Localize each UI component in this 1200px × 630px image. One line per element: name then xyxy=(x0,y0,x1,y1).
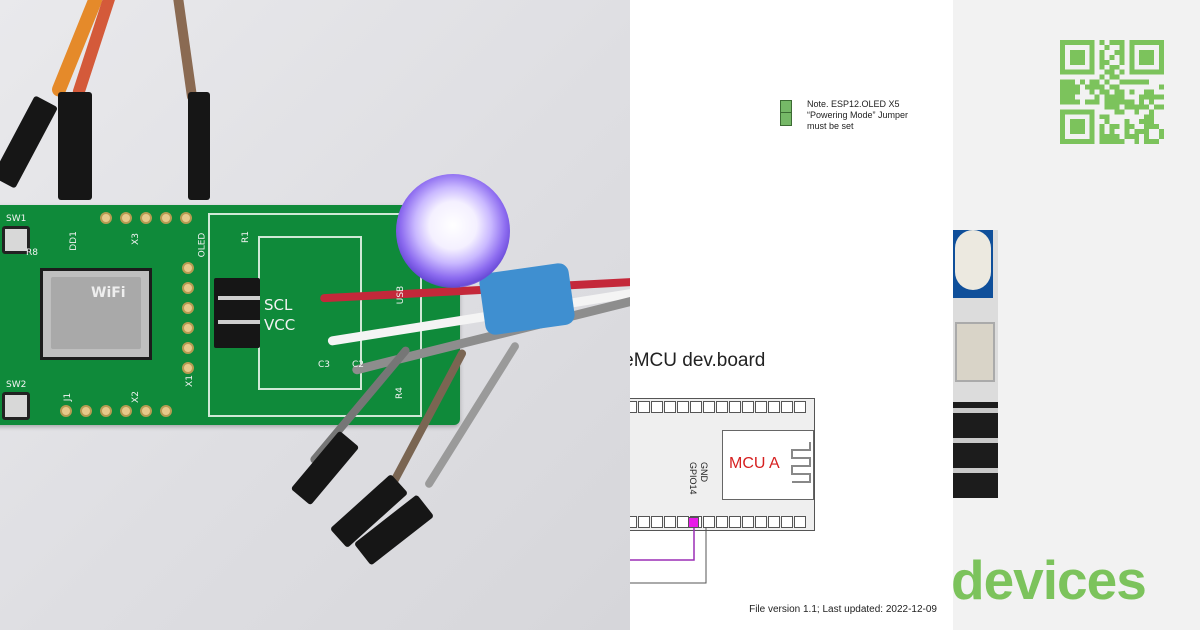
schematic-panel: Note. ESP12.OLED X5 “Powering Mode” Jump… xyxy=(630,0,953,630)
silk-sw2: SW2 xyxy=(6,380,27,390)
dupont-connector xyxy=(58,92,92,200)
silk-r8: R8 xyxy=(26,248,38,258)
silk-r4: R4 xyxy=(394,387,405,399)
silk-x1: X1 xyxy=(184,375,195,387)
usb-cable xyxy=(478,262,576,336)
jumper-symbol xyxy=(780,100,792,126)
module-brand: WiFi xyxy=(91,285,126,301)
rgb-led xyxy=(396,174,510,288)
silk-x2: X2 xyxy=(130,391,141,403)
silk-c2: C2 xyxy=(352,360,365,370)
board-title: odeMCU dev.board xyxy=(630,350,766,371)
silk-j1: J1 xyxy=(63,392,74,402)
led-icon xyxy=(955,230,991,290)
antenna-icon xyxy=(791,442,811,483)
mcu-label: MCU A xyxy=(729,455,780,472)
header-pin xyxy=(218,320,260,324)
header-pin xyxy=(953,408,998,413)
jumper-note: Note. ESP12.OLED X5 “Powering Mode” Jump… xyxy=(807,99,947,132)
header-pin xyxy=(953,438,998,443)
silk-r1: R1 xyxy=(240,231,251,243)
note-line: “Powering Mode” Jumper xyxy=(807,110,909,120)
pcb-outline xyxy=(208,213,422,417)
silk-c3: C3 xyxy=(318,360,331,370)
pin-label-gnd: GND xyxy=(699,462,709,482)
header-pin xyxy=(218,296,260,300)
header-pin xyxy=(953,468,998,473)
product-photo: WiFi SW1 SW2 R8 DD1 X3 OLED R1 SCL VCC U… xyxy=(0,0,630,630)
pin-header-icon xyxy=(953,402,998,498)
dupont-connector xyxy=(0,95,59,189)
usb-port-icon xyxy=(955,322,995,382)
header-row-top xyxy=(630,401,807,415)
file-version-footer: File version 1.1; Last updated: 2022-12-… xyxy=(749,604,937,615)
silk-dd1: DD1 xyxy=(68,231,79,251)
note-line: Note. ESP12.OLED X5 xyxy=(807,99,900,109)
gpio14-pin xyxy=(688,517,699,528)
silk-oled: OLED xyxy=(197,232,208,258)
reset-button xyxy=(2,226,30,254)
schematic-wires xyxy=(630,528,707,584)
brown-wire-top xyxy=(172,0,198,103)
brand-wordmark: devices xyxy=(953,549,1147,611)
silk-sw1: SW1 xyxy=(6,214,27,224)
silk-usb: USB xyxy=(396,285,407,305)
dupont-connector xyxy=(188,92,210,200)
brand-panel: devices xyxy=(953,0,1200,630)
silk-scl: SCL xyxy=(264,296,293,314)
silk-x3: X3 xyxy=(130,233,141,245)
pin-label-gpio14: GPIO14 xyxy=(688,462,698,495)
qr-code-icon xyxy=(1060,40,1164,144)
flash-button xyxy=(2,392,30,420)
esp12-module: WiFi xyxy=(40,268,152,360)
note-line: must be set xyxy=(807,121,854,131)
pin-header xyxy=(214,278,260,348)
silk-vcc: VCC xyxy=(264,316,296,334)
device-photo-crop xyxy=(953,230,998,498)
